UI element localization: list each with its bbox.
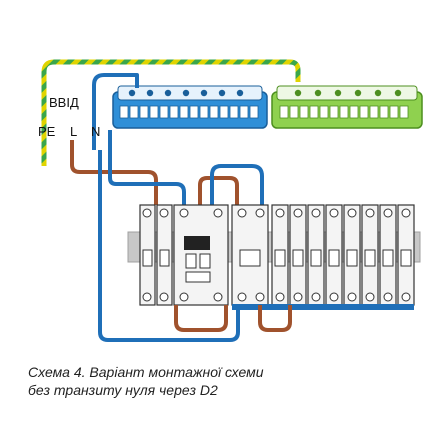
earth-bus-bar xyxy=(271,85,423,129)
neutral-rcd-top-wire xyxy=(210,164,264,205)
neutral-return-wire xyxy=(98,150,240,342)
diagram-caption: Схема 4. Варіант монтажної схеми без тра… xyxy=(28,363,264,399)
phase-output-wire xyxy=(174,305,228,332)
phase-output-wire-right xyxy=(258,305,292,332)
neutral-input-wire xyxy=(92,73,139,150)
caption-line-2: без транзиту нуля через D2 xyxy=(28,382,218,398)
pe-label: PE xyxy=(38,124,56,139)
n-label: N xyxy=(91,124,101,139)
top-terminals xyxy=(142,208,411,218)
phase-input-wire xyxy=(70,140,158,205)
neutral-bus-to-rcd-wire xyxy=(108,130,186,205)
breaker-levers xyxy=(142,249,412,267)
neutral-bus-bar xyxy=(112,85,268,129)
rcd-device xyxy=(173,204,229,306)
earth-wire xyxy=(41,59,301,166)
phase-comb-busbar xyxy=(232,304,414,310)
l-label: L xyxy=(70,124,78,139)
bottom-terminals xyxy=(142,292,411,302)
input-label: ВВІД xyxy=(49,95,79,110)
phase-rcd-top-wire xyxy=(198,176,239,205)
caption-line-1: Схема 4. Варіант монтажної схеми xyxy=(28,364,264,380)
